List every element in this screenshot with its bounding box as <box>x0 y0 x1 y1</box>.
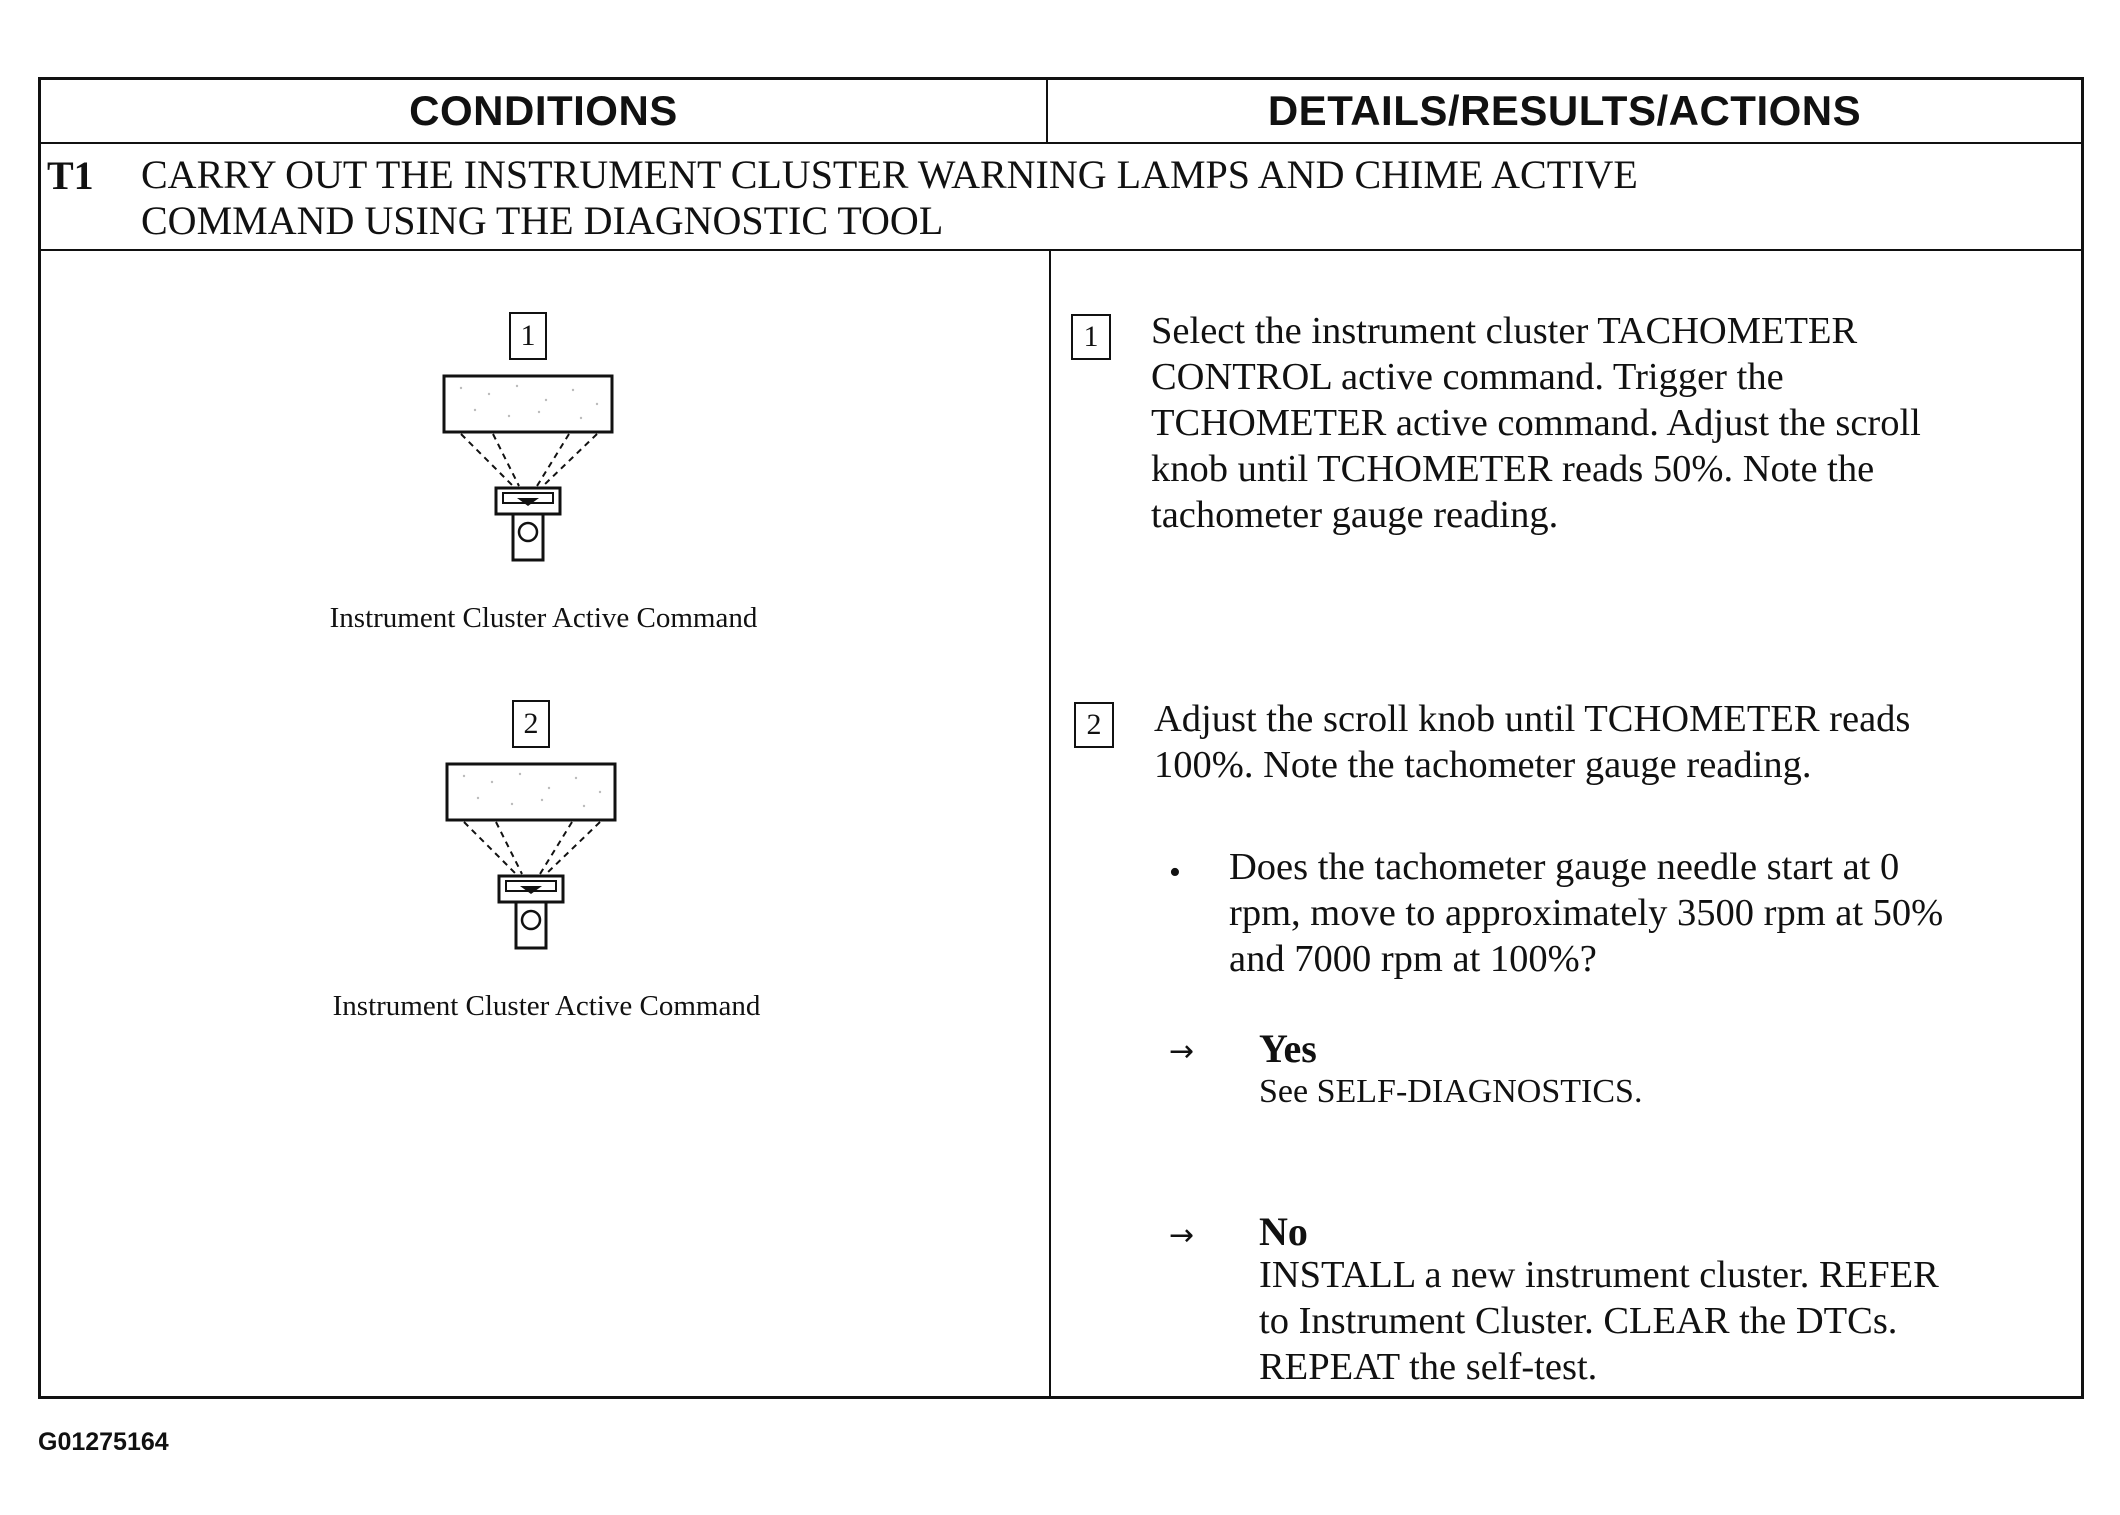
step-number-badge: 1 <box>1071 314 1111 360</box>
step-line: TCHOMETER active command. Adjust the scr… <box>1151 402 1921 444</box>
no-action-line: INSTALL a new instrument cluster. REFER <box>1259 1254 1939 1296</box>
test-title-line: COMMAND USING THE DIAGNOSTIC TOOL <box>141 198 944 243</box>
question-text: Does the tachometer gauge needle start a… <box>1229 844 2079 982</box>
question-line: Does the tachometer gauge needle start a… <box>1229 846 1900 888</box>
step-2-instructions: Adjust the scroll knob until TCHOMETER r… <box>1154 696 2074 788</box>
test-table: CONDITIONS DETAILS/RESULTS/ACTIONS T1 CA… <box>38 77 2084 1399</box>
test-title-row: T1 CARRY OUT THE INSTRUMENT CLUSTER WARN… <box>41 142 2081 251</box>
arrow-right-icon: → <box>1169 1218 1195 1253</box>
test-id: T1 <box>47 153 94 198</box>
yes-action: See SELF-DIAGNOSTICS. <box>1259 1073 1643 1110</box>
diagnostic-tool-icon <box>442 374 614 562</box>
no-action-line: to Instrument Cluster. CLEAR the DTCs. <box>1259 1300 1898 1342</box>
figure-number-badge: 1 <box>509 312 547 360</box>
question-line: rpm, move to approximately 3500 rpm at 5… <box>1229 892 1944 934</box>
no-action: INSTALL a new instrument cluster. REFER … <box>1259 1252 2079 1390</box>
arrow-right-icon: → <box>1169 1034 1195 1069</box>
conditions-header: CONDITIONS <box>41 80 1048 142</box>
no-action-line: REPEAT the self-test. <box>1259 1346 1598 1388</box>
figure-caption: Instrument Cluster Active Command <box>329 602 758 634</box>
figure-number-badge: 2 <box>512 700 550 748</box>
no-label: No <box>1259 1209 1308 1254</box>
figure-caption: Instrument Cluster Active Command <box>332 990 761 1022</box>
details-header: DETAILS/RESULTS/ACTIONS <box>1267 87 1862 134</box>
step-1-instructions: Select the instrument cluster TACHOMETER… <box>1151 308 2071 538</box>
step-line: 100%. Note the tachometer gauge reading. <box>1154 744 1812 786</box>
bullet-dot: • <box>1169 854 1181 891</box>
column-divider <box>1049 251 1051 1399</box>
figure-id-label: G01275164 <box>38 1428 169 1456</box>
question-line: and 7000 rpm at 100%? <box>1229 938 1597 980</box>
step-line: CONTROL active command. Trigger the <box>1151 356 1784 398</box>
diagnostic-tool-icon <box>445 762 617 950</box>
test-title-line: CARRY OUT THE INSTRUMENT CLUSTER WARNING… <box>141 152 1638 197</box>
step-line: Select the instrument cluster TACHOMETER <box>1151 310 1858 352</box>
step-line: knob until TCHOMETER reads 50%. Note the <box>1151 448 1875 490</box>
test-title: CARRY OUT THE INSTRUMENT CLUSTER WARNING… <box>141 152 2021 244</box>
step-line: Adjust the scroll knob until TCHOMETER r… <box>1154 698 1911 740</box>
yes-label: Yes <box>1259 1026 1317 1071</box>
table-header-row: CONDITIONS DETAILS/RESULTS/ACTIONS <box>41 80 2081 144</box>
step-number-badge: 2 <box>1074 702 1114 748</box>
step-line: tachometer gauge reading. <box>1151 494 1559 536</box>
